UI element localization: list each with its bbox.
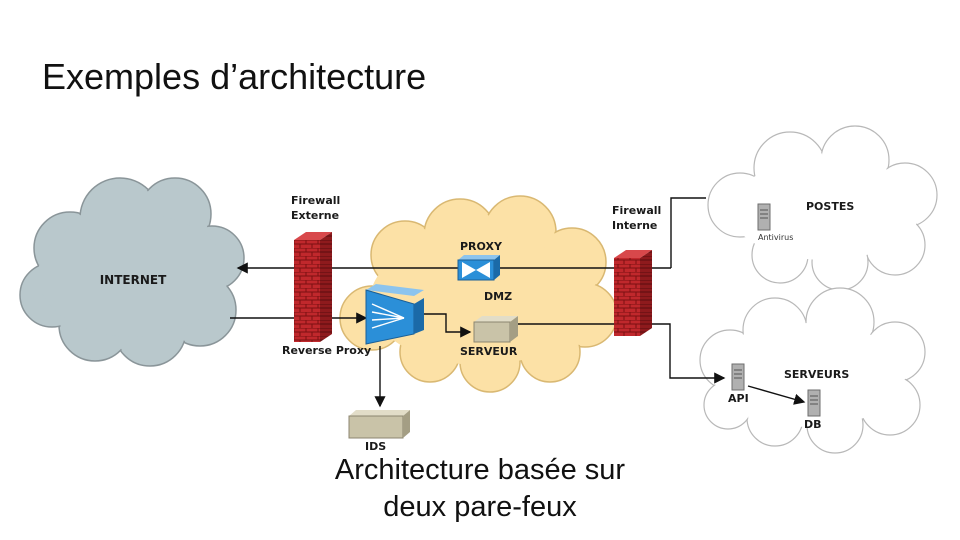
api-server-icon: [731, 363, 745, 391]
internet-cloud: INTERNET: [19, 177, 245, 367]
antivirus-server-icon: [757, 203, 771, 231]
caption-line-2: deux pare-feux: [383, 491, 577, 523]
serveur-node: SERVEUR: [460, 316, 518, 358]
db-label: DB: [804, 418, 822, 431]
postes-label: POSTES: [806, 200, 854, 213]
proxy-icon: [462, 262, 490, 278]
firewall-interne-label: Firewall Interne: [612, 204, 665, 232]
antivirus-label: Antivirus: [758, 233, 793, 242]
internet-label: INTERNET: [100, 273, 167, 287]
db-server-icon: [807, 389, 821, 417]
ids-node: IDS: [348, 410, 410, 453]
firewall-externe: Firewall Externe: [291, 194, 344, 342]
slide-title: Exemples d’architecture: [42, 56, 427, 97]
serveur-label: SERVEUR: [460, 345, 518, 358]
caption-line-1: Architecture basée sur: [334, 454, 626, 486]
reverse-proxy-icon: [371, 303, 405, 329]
firewall-externe-label: Firewall Externe: [291, 194, 344, 222]
reverse-proxy-label: Reverse Proxy: [282, 344, 371, 357]
ids-label: IDS: [365, 440, 386, 453]
dmz-cloud: [339, 195, 618, 393]
slide-caption: Architecture basée sur deux pare-feux: [280, 452, 680, 526]
proxy-label: PROXY: [460, 240, 503, 253]
arrow-to-serveur: [420, 313, 472, 338]
line-postes-to-firewall: [670, 197, 706, 268]
firewall-interne: Firewall Interne: [612, 204, 665, 336]
proxy-node: PROXY: [457, 240, 503, 281]
dmz-label: DMZ: [484, 290, 512, 303]
serveurs-cloud: [699, 287, 926, 454]
arrow-api-to-db: [747, 385, 806, 405]
postes-cloud: [707, 125, 938, 291]
arrow-to-api: [518, 323, 726, 384]
serveurs-label: SERVEURS: [784, 368, 849, 381]
api-label: API: [728, 392, 749, 405]
reverse-proxy-node: Reverse Proxy: [282, 284, 424, 357]
